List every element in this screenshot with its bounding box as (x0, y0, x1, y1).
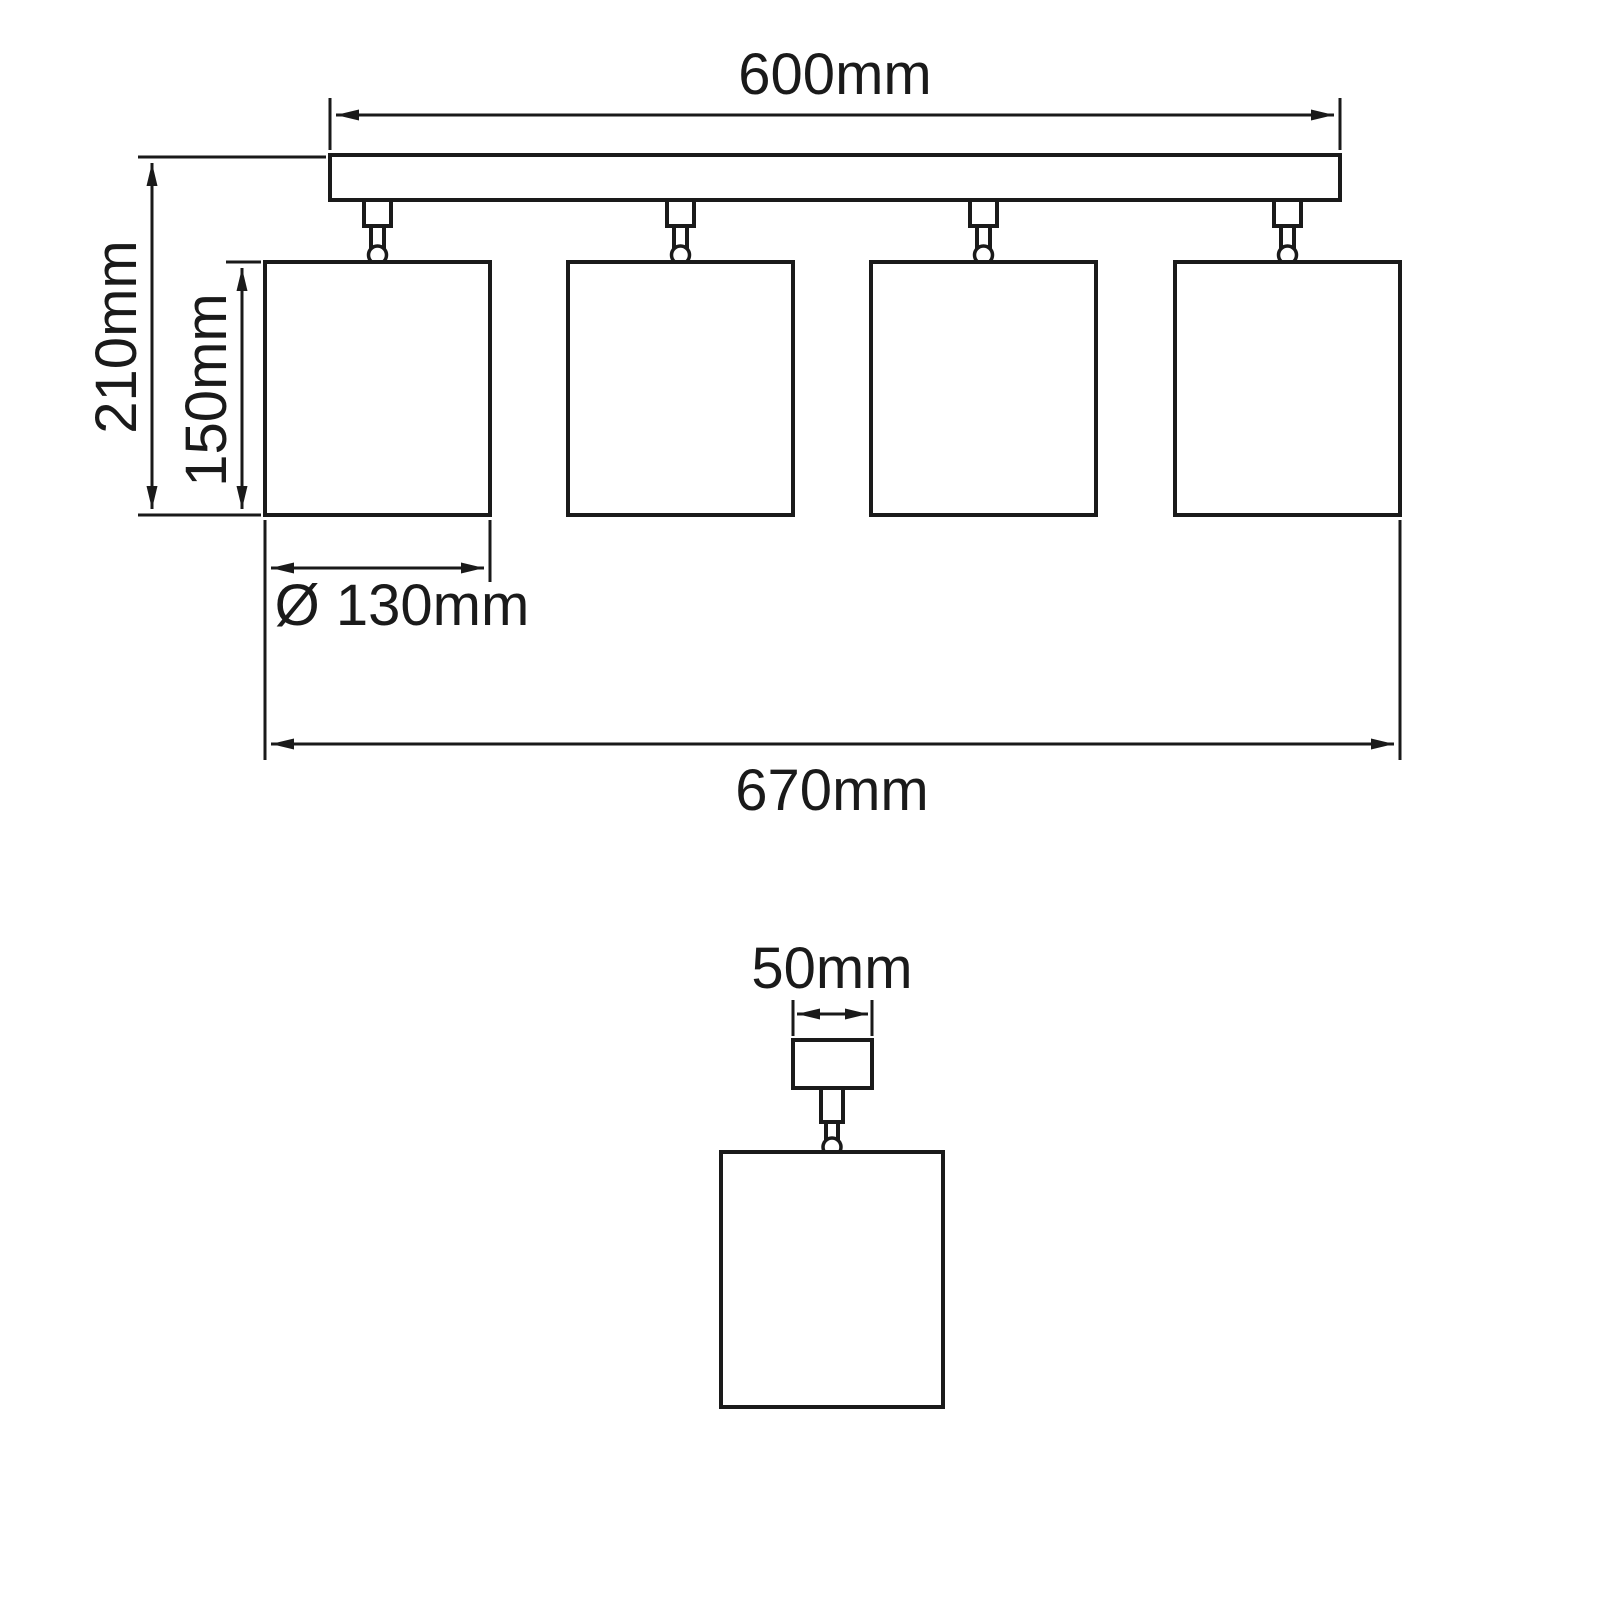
dimension-label-overall-width: 670mm (735, 758, 928, 823)
lamp-unit-1 (263, 198, 492, 517)
dimension-bar-width: 600mm (328, 42, 1342, 150)
dimension-overall-width: 670mm (263, 520, 1402, 823)
shade-1 (263, 260, 492, 517)
lamp-unit-3 (869, 198, 1098, 517)
lamp-unit-2 (566, 198, 795, 517)
stem-collar-2 (665, 198, 696, 228)
dimension-canopy-width: 50mm (751, 936, 913, 1036)
dimension-label-shade-height: 150mm (174, 293, 239, 486)
stem-collar-4 (1272, 198, 1303, 228)
side-view (719, 1038, 945, 1409)
dimension-shade-height: 150mm (174, 260, 261, 509)
stem-collar-3 (968, 198, 999, 228)
side-shade (719, 1150, 945, 1409)
side-stem-collar (819, 1086, 845, 1124)
shade-3 (869, 260, 1098, 517)
canopy (791, 1038, 874, 1090)
dimension-shade-diameter: Ø 130mm (271, 520, 529, 638)
dimension-label-overall-height: 210mm (84, 240, 149, 433)
shade-4 (1173, 260, 1402, 517)
stem-collar-1 (362, 198, 393, 228)
dimension-label-bar-width: 600mm (738, 42, 931, 107)
dimension-label-shade-diameter: Ø 130mm (275, 573, 530, 638)
mounting-bar (328, 153, 1342, 202)
dimension-label-canopy-width: 50mm (751, 936, 912, 1001)
lamp-unit-4 (1173, 198, 1402, 517)
dimension-overall-height: 210mm (84, 155, 326, 517)
shade-2 (566, 260, 795, 517)
front-view (263, 153, 1402, 517)
